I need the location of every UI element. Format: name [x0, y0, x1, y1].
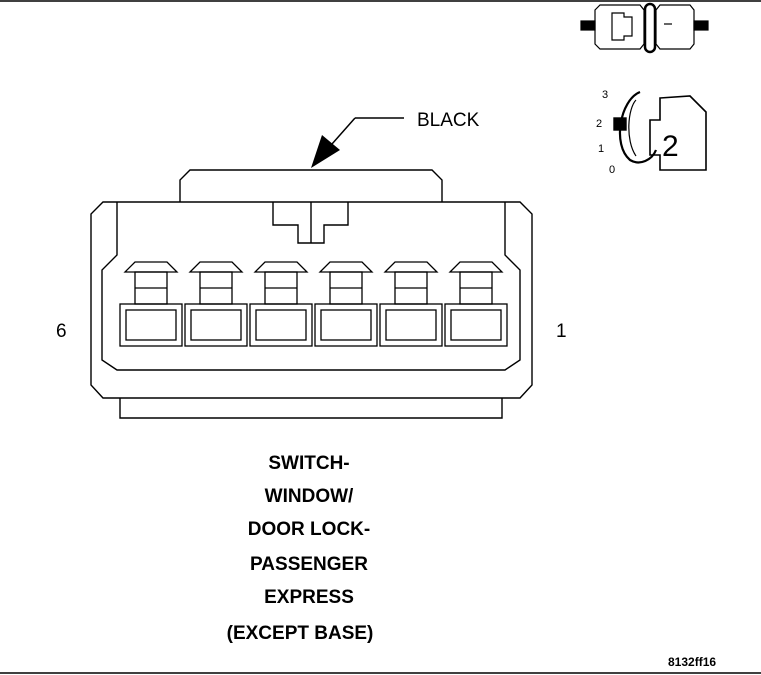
terminal-cavity-6 [119, 261, 183, 347]
connector-title-line-4: PASSENGER [250, 554, 368, 575]
terminal-cavity-4 [249, 261, 313, 347]
connector-side-icon [580, 2, 709, 54]
key-position-1: 1 [598, 143, 604, 155]
key-position-0: 0 [609, 164, 615, 176]
connector-title-line-3: DOOR LOCK- [248, 519, 370, 540]
pin-number-left: 6 [56, 321, 67, 342]
connector-title-line-6: (EXCEPT BASE) [227, 623, 374, 644]
terminal-cavity-1 [444, 261, 508, 347]
figure-id: 8132ff16 [668, 655, 716, 669]
connector-title-line-5: EXPRESS [264, 587, 354, 608]
terminal-cavity-2 [379, 261, 443, 347]
connector-title-line-1: SWITCH- [268, 453, 349, 474]
pin-number-right: 1 [556, 321, 567, 342]
wire-color-label: BLACK [417, 110, 480, 131]
callout-arrow [311, 117, 404, 168]
terminal-cavity-3 [314, 261, 378, 347]
terminal-cavities [119, 261, 508, 347]
ignition-key-icon [613, 90, 707, 171]
connector-body [90, 169, 533, 419]
terminal-cavity-5 [184, 261, 248, 347]
key-position-2: 2 [596, 118, 602, 130]
key-current-position: 2 [662, 130, 679, 163]
connector-title-line-2: WINDOW/ [265, 486, 354, 507]
key-position-3: 3 [602, 89, 608, 101]
